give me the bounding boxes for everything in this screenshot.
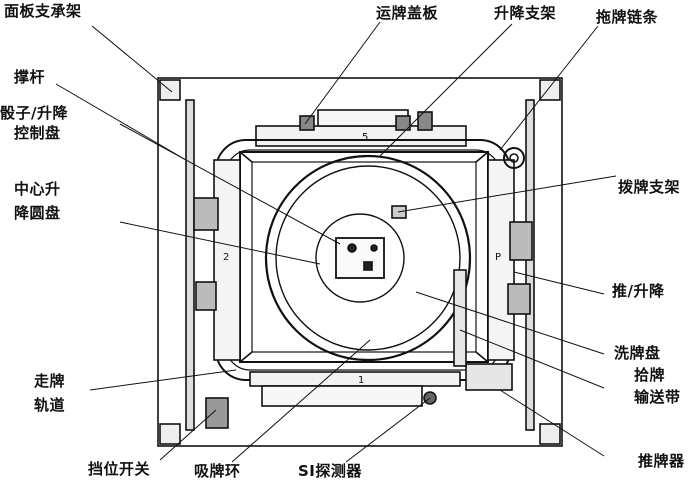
label-pickup-line1: 拾牌 bbox=[634, 366, 666, 384]
leader-stop-switch bbox=[159, 409, 217, 461]
center-lift-disc bbox=[315, 213, 405, 303]
right-gear-2 bbox=[507, 283, 531, 315]
right-bar bbox=[525, 99, 535, 431]
leader-si-sensor bbox=[345, 397, 431, 463]
left-side-plate bbox=[213, 159, 241, 361]
leader-tile-cover bbox=[304, 21, 381, 125]
leader-strut bbox=[55, 83, 187, 161]
label-track-line1: 走牌 bbox=[34, 372, 66, 390]
label-drag-chain: 拖牌链条 bbox=[596, 8, 659, 26]
plate-mark-left: 2 bbox=[223, 252, 229, 263]
label-center-lift-line2: 降圆盘 bbox=[14, 204, 61, 222]
leader-lift-bracket bbox=[379, 23, 513, 157]
frame-corner-tr bbox=[539, 79, 561, 101]
label-stop-switch: 挡位开关 bbox=[88, 460, 151, 478]
stop-switch bbox=[205, 397, 229, 429]
leader-dice-ctrl bbox=[119, 123, 341, 245]
leader-pusher bbox=[499, 389, 605, 457]
plate-mark-top: 5 bbox=[362, 132, 368, 143]
label-center-lift-line1: 中心升 bbox=[14, 180, 61, 198]
plate-mark-right: P bbox=[495, 252, 501, 263]
label-lift-bracket: 升降支架 bbox=[494, 4, 557, 22]
label-push-lift: 推/升降 bbox=[612, 282, 665, 300]
label-dice-ctrl-line1: 骰子/升降 bbox=[0, 104, 68, 122]
frame-corner-bl bbox=[159, 423, 181, 445]
leader-push-lift bbox=[513, 271, 605, 295]
label-dice-ctrl-line2: 控制盘 bbox=[14, 124, 61, 142]
leader-suction-ring bbox=[231, 339, 371, 463]
label-strut: 撑杆 bbox=[14, 68, 46, 86]
label-shuffle-disc: 洗牌盘 bbox=[614, 344, 661, 362]
label-pusher: 推牌器 bbox=[638, 452, 685, 470]
leader-center-lift bbox=[119, 221, 321, 265]
left-gear-1 bbox=[193, 197, 219, 231]
bottom-mechanism bbox=[261, 385, 423, 407]
plate-mark-bottom: 1 bbox=[358, 375, 364, 386]
leader-drag-chain bbox=[499, 25, 599, 151]
leader-pull-bracket bbox=[397, 175, 617, 213]
tile-cover-top bbox=[317, 109, 409, 127]
pickup-conveyor bbox=[453, 269, 467, 367]
leader-shuffle-disc bbox=[415, 291, 605, 355]
label-track-line2: 轨道 bbox=[34, 396, 66, 414]
label-pull-bracket: 拨牌支架 bbox=[618, 178, 681, 196]
right-gear-1 bbox=[509, 221, 533, 261]
drag-chain-sprocket bbox=[503, 147, 525, 169]
dice-control-box bbox=[335, 237, 385, 279]
label-tile-cover: 运牌盖板 bbox=[376, 4, 439, 22]
frame-corner-br bbox=[539, 423, 561, 445]
left-gear-2 bbox=[195, 281, 217, 311]
shuffle-frame-inner bbox=[251, 161, 477, 353]
label-suction-ring: 吸牌环 bbox=[194, 462, 241, 480]
shuffle-disc bbox=[275, 165, 461, 351]
leader-pickup bbox=[459, 329, 605, 389]
label-panel-support: 面板支承架 bbox=[4, 2, 82, 20]
tile-cover-plate bbox=[255, 125, 467, 147]
outer-frame bbox=[157, 77, 563, 447]
leader-track bbox=[89, 369, 237, 391]
leader-panel-support bbox=[91, 25, 173, 93]
label-pickup-line2: 输送带 bbox=[634, 388, 681, 406]
suction-ring bbox=[264, 154, 472, 362]
label-si-sensor: SI探测器 bbox=[298, 462, 362, 480]
bottom-track-plate bbox=[249, 371, 461, 387]
pusher bbox=[465, 363, 513, 391]
strut-bar bbox=[185, 99, 195, 431]
